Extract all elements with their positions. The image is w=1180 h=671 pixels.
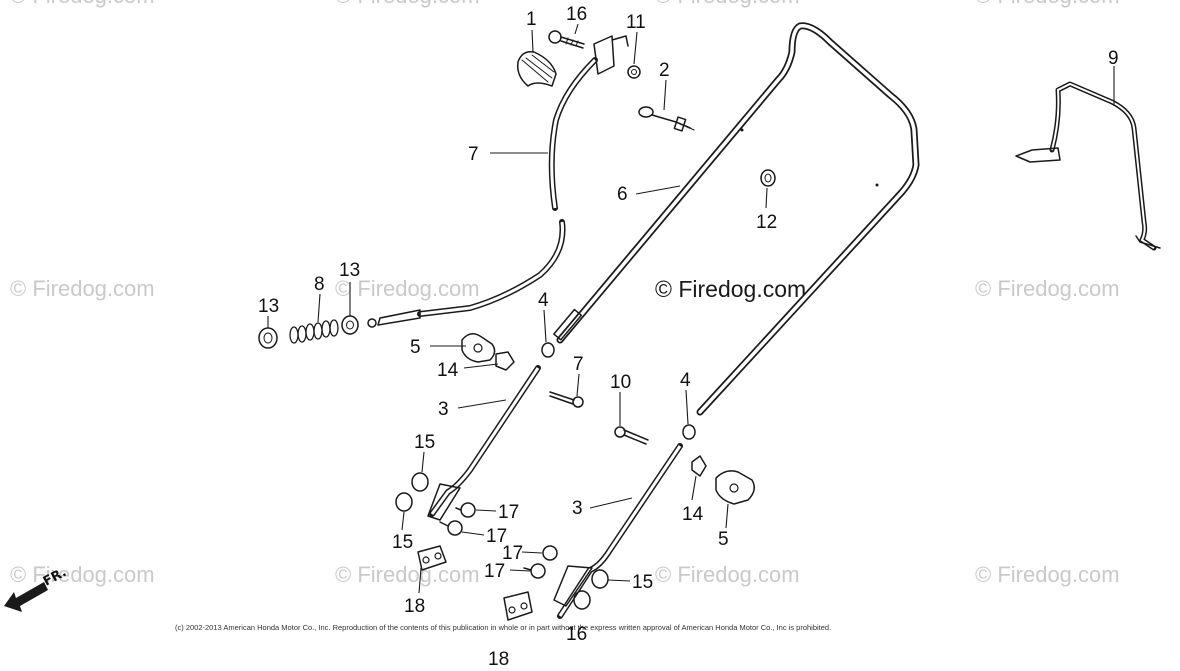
screw-part-17-b bbox=[439, 520, 463, 536]
watermark-bottom-center: © Firedog.com bbox=[655, 562, 800, 587]
callout-6: 6 bbox=[617, 184, 628, 205]
eye-bolt-part-2 bbox=[638, 106, 695, 132]
watermark-bottom-right: © Firedog.com bbox=[975, 562, 1120, 587]
screw-part-17-d bbox=[523, 563, 546, 579]
control-cable-part-7 bbox=[367, 35, 629, 328]
screw-part-17-c bbox=[542, 545, 558, 561]
watermark-bottom-left: © Firedog.com bbox=[10, 562, 155, 587]
callout-2: 2 bbox=[659, 60, 670, 81]
callout-1: 1 bbox=[526, 9, 537, 30]
callout-4-upper: 4 bbox=[538, 290, 549, 311]
callout-13-left: 13 bbox=[258, 296, 279, 317]
knob-part-5-right bbox=[715, 470, 755, 505]
watermark-top-mid: © Firedog.com bbox=[335, 0, 480, 8]
watermark-mid-left: © Firedog.com bbox=[10, 276, 155, 301]
upper-handle-part-6 bbox=[553, 22, 920, 416]
watermark-top-left: © Firedog.com bbox=[10, 0, 155, 8]
callout-14-right: 14 bbox=[682, 504, 704, 525]
callout-17-b: 17 bbox=[486, 526, 507, 547]
callout-17-a: 17 bbox=[498, 502, 519, 523]
callout-15-c: 15 bbox=[632, 572, 653, 593]
watermark-center: © Firedog.com bbox=[655, 276, 806, 302]
screw-part-17-a bbox=[455, 502, 476, 518]
callout-3-left: 3 bbox=[438, 399, 449, 420]
watermark-top-center: © Firedog.com bbox=[655, 0, 800, 8]
spring-part-8 bbox=[289, 319, 339, 344]
bail-lever-part-9 bbox=[1015, 81, 1161, 251]
bolt-part-10 bbox=[614, 426, 649, 445]
callout-18-left: 18 bbox=[404, 596, 425, 617]
lower-handle-part-3-right bbox=[553, 443, 683, 619]
callout-16-bottom: 16 bbox=[566, 624, 587, 645]
clip-part-1 bbox=[516, 50, 557, 87]
callout-13-right: 13 bbox=[339, 260, 360, 281]
spring-assembly bbox=[258, 315, 359, 349]
callout-numbers: 1 16 11 2 9 7 6 12 13 8 13 4 5 14 7 10 4… bbox=[258, 4, 1119, 670]
callout-4-lower: 4 bbox=[680, 370, 691, 391]
nut-part-14-left bbox=[495, 351, 515, 371]
bushing-part-4-lower bbox=[682, 424, 696, 440]
washer-part-13-left bbox=[258, 327, 278, 349]
callout-5-left: 5 bbox=[410, 337, 421, 358]
callout-10: 10 bbox=[610, 372, 631, 393]
callout-3-right: 3 bbox=[572, 498, 583, 519]
leader-lines bbox=[267, 23, 1115, 594]
callout-9: 9 bbox=[1108, 48, 1119, 69]
bracket-part-18-right bbox=[503, 591, 533, 621]
bracket-part-18-left bbox=[417, 545, 447, 571]
washer-part-13-right bbox=[341, 315, 359, 335]
callout-14-left: 14 bbox=[437, 360, 459, 381]
washer-part-15-a bbox=[411, 472, 429, 492]
callout-15-b: 15 bbox=[392, 532, 413, 553]
callout-12: 12 bbox=[756, 212, 777, 233]
lower-handle-part-3-left bbox=[427, 365, 541, 521]
nut-part-14-right bbox=[691, 455, 707, 477]
grommet-part-12 bbox=[760, 169, 776, 187]
knob-part-5-left bbox=[461, 333, 496, 363]
bushing-part-4-upper bbox=[541, 342, 555, 358]
callout-18-bottom: 18 bbox=[488, 649, 509, 670]
callout-16-top: 16 bbox=[566, 4, 587, 25]
callout-11: 11 bbox=[626, 12, 646, 33]
callout-7-cable: 7 bbox=[468, 144, 479, 165]
washer-part-15-d bbox=[573, 590, 591, 610]
copyright-notice: (c) 2002-2013 American Honda Motor Co., … bbox=[175, 623, 831, 632]
callout-15-a: 15 bbox=[414, 432, 435, 453]
watermark-mid-right: © Firedog.com bbox=[975, 276, 1120, 301]
callout-5-right: 5 bbox=[718, 529, 729, 550]
callout-17-c: 17 bbox=[502, 543, 523, 564]
callout-17-d: 17 bbox=[484, 561, 505, 582]
watermark-mid-mid: © Firedog.com bbox=[335, 276, 480, 301]
bolt-part-16-top bbox=[548, 30, 585, 49]
bolt-part-7-center bbox=[549, 391, 584, 408]
washer-part-15-c bbox=[591, 569, 609, 589]
watermark-bottom-mid: © Firedog.com bbox=[335, 562, 480, 587]
washer-part-15-b bbox=[395, 492, 413, 512]
callout-7-bolt: 7 bbox=[573, 354, 584, 375]
callout-8: 8 bbox=[314, 274, 325, 295]
nut-part-11 bbox=[627, 65, 641, 79]
watermark-top-right: © Firedog.com bbox=[975, 0, 1120, 8]
